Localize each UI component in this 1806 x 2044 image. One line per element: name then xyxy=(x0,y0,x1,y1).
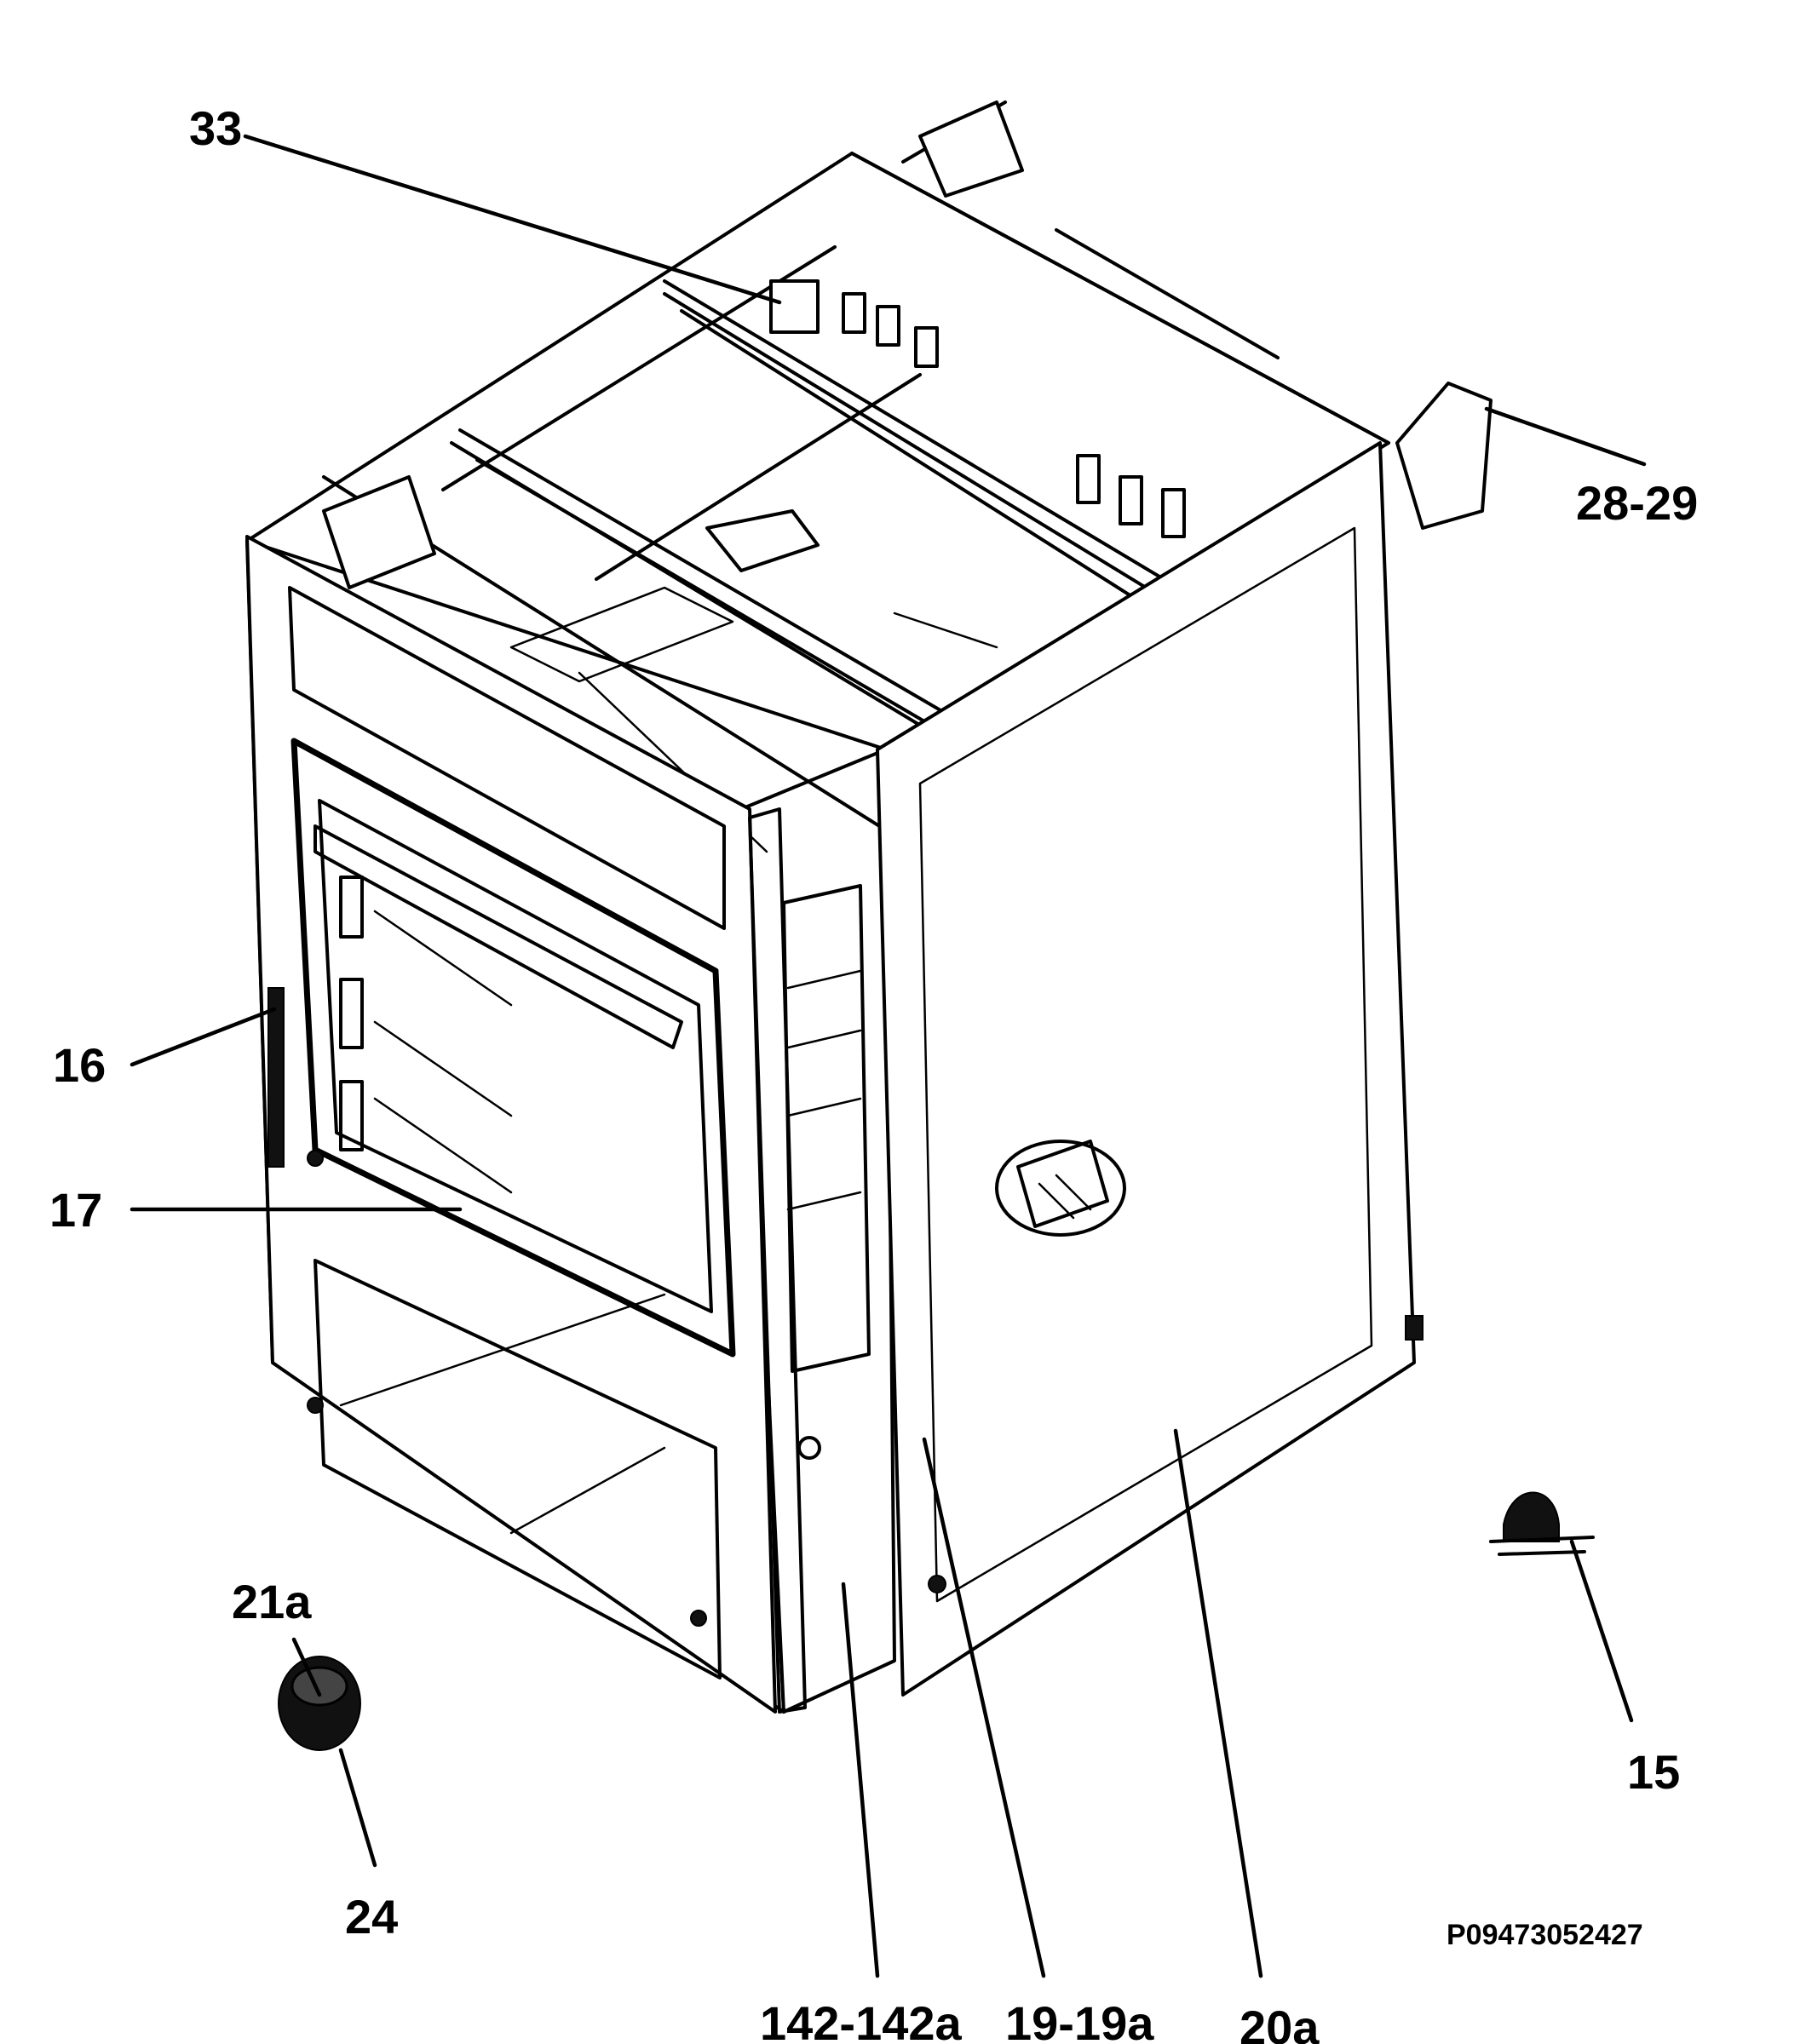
callout-17: 17 xyxy=(49,1183,102,1237)
callout-33: 33 xyxy=(189,101,242,155)
oven-front-frame xyxy=(245,535,871,1714)
callout-142-142a: 142-142a xyxy=(760,1996,963,2044)
callout-19-19a: 19-19a xyxy=(1005,1996,1154,2044)
callout-21a: 21a xyxy=(232,1575,312,1628)
callout-20a: 20a xyxy=(1239,2001,1320,2044)
leader-lines xyxy=(129,134,1647,1978)
drawing-code: P09473052427 xyxy=(1447,1919,1643,1951)
callout-labels: 33 28-29 16 17 21a 24 15 142-142a 19-19a… xyxy=(49,101,1698,2044)
callout-15: 15 xyxy=(1627,1745,1680,1799)
part-21a-24-foot xyxy=(278,1656,361,1751)
part-15-clip xyxy=(1489,1491,1595,1556)
side-panel xyxy=(876,441,1424,1697)
callout-24: 24 xyxy=(345,1890,398,1944)
callout-28-29: 28-29 xyxy=(1576,476,1698,530)
callout-16: 16 xyxy=(53,1038,106,1092)
